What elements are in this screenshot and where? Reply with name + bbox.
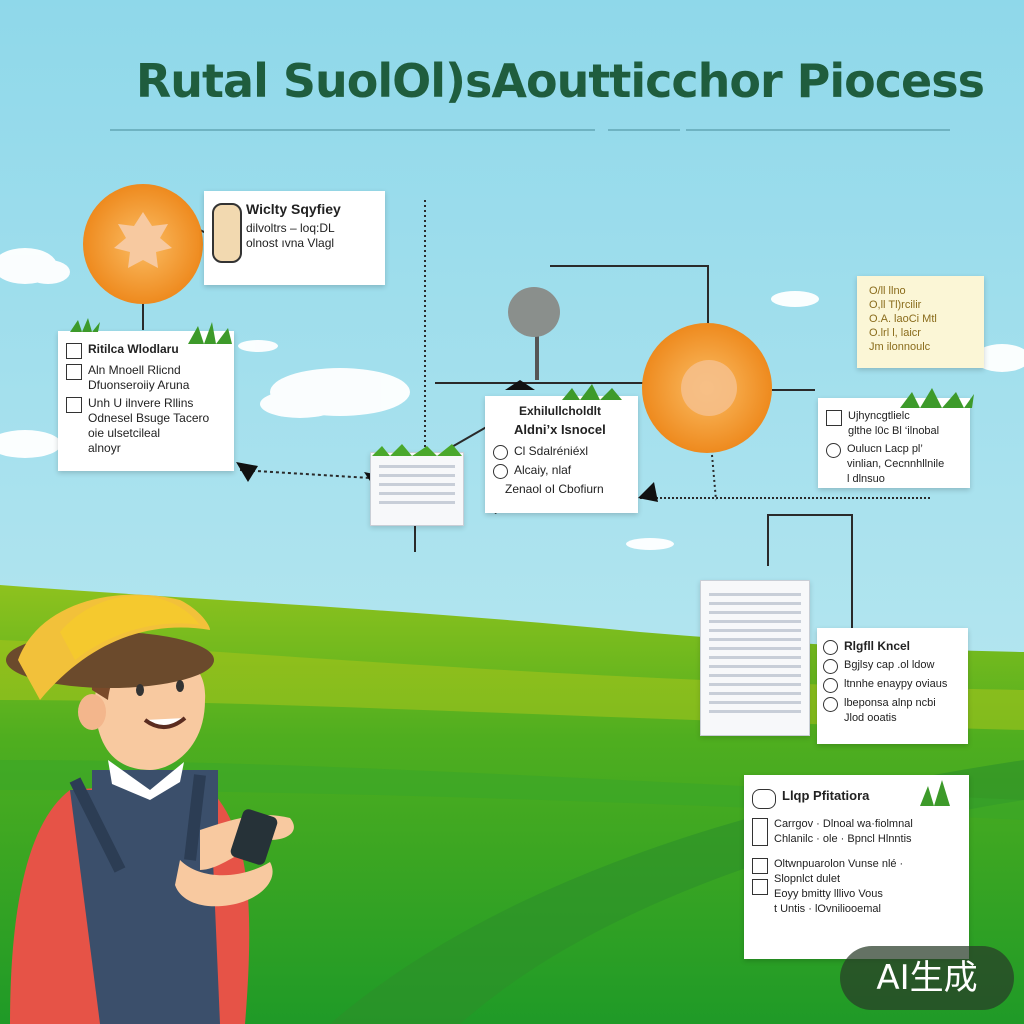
process-card-bottom: Llqp Pfitatiora Carrgov · Dlnoal wa·fiol… bbox=[744, 775, 969, 959]
process-card-right-top: O/ll llno O,ll Tl)rcilir O.A. laoCi Mtl … bbox=[857, 276, 984, 368]
orange-node-right bbox=[642, 323, 772, 453]
checkbox-icon bbox=[66, 397, 82, 413]
orange-node-left bbox=[83, 184, 203, 304]
lightbulb-icon bbox=[212, 203, 242, 263]
ai-generated-badge: AI生成 bbox=[840, 946, 1014, 1010]
document-icon bbox=[700, 580, 810, 736]
card-item: t Untis · lOvniliooemal bbox=[774, 903, 881, 915]
card-line: dilvoltrs – loq:DL bbox=[246, 221, 335, 235]
card-item: lbeponsa alnp ncbi bbox=[844, 697, 936, 709]
card-line: Jm ilonnoulc bbox=[869, 341, 931, 353]
card-item: Dfuonseroiiy Aruna bbox=[88, 378, 190, 392]
bullet-icon bbox=[823, 678, 838, 693]
card-item: Alcaiy, nlaf bbox=[514, 463, 572, 477]
card-item: Oltwnpuarolon Vunse nlé · bbox=[774, 858, 904, 870]
process-card-right-mid: Ujhyncgtlielc glthe l0c Bl ‘ilnobal Ouluc… bbox=[818, 398, 970, 488]
card-line: O.lrl l, laicr bbox=[869, 327, 921, 339]
card-item: Carrgov · Dlnoal wa·fiolmnal bbox=[774, 818, 913, 830]
process-card-lower-right: Rlgfll Kncel Bgjlsy cap .ol ldow ltnnhe … bbox=[817, 628, 968, 744]
leaf-icon bbox=[900, 388, 974, 408]
checkbox-icon bbox=[752, 879, 768, 895]
checkbox-icon bbox=[66, 364, 82, 380]
leaf-icon bbox=[70, 318, 100, 332]
card-subheading: Aldni’x Isnocel bbox=[514, 422, 606, 437]
leaf-icon bbox=[372, 444, 462, 456]
card-line: O,ll Tl)rcilir bbox=[869, 299, 922, 311]
card-item: Slopnlct dulet bbox=[774, 873, 841, 885]
card-item: Bgjlsy cap .ol ldow bbox=[844, 659, 935, 671]
process-card-center: Exhilullcholdlt Aldni’x Isnocel Cl Sdalr… bbox=[485, 396, 638, 513]
card-line: olnost ıvna Vlagl bbox=[246, 236, 335, 250]
card-item: Ujhyncgtlielc bbox=[848, 410, 910, 422]
card-item: oie ulsetcileal bbox=[88, 426, 161, 440]
card-item: Unh U ilnvere Rllins bbox=[88, 396, 194, 410]
card-item: glthe l0c Bl ‘ilnobal bbox=[848, 425, 940, 437]
leaf-icon bbox=[920, 780, 950, 806]
clouds bbox=[0, 248, 1024, 550]
bullet-icon bbox=[823, 640, 838, 655]
checkbox-icon bbox=[752, 789, 776, 809]
bullet-icon bbox=[823, 659, 838, 674]
tree-icon bbox=[508, 287, 560, 380]
card-item: Chlanilc · ole · Bpncl Hlnntis bbox=[774, 833, 912, 845]
checkbox-icon bbox=[752, 858, 768, 874]
card-heading: Wiclty Sqyfiey bbox=[246, 201, 341, 217]
card-item: Oulucn Lacp pl’ bbox=[847, 443, 923, 455]
leaf-icon bbox=[562, 384, 622, 400]
card-item: Aln Mnoell Rlicnd bbox=[88, 363, 181, 377]
card-item: Eoyy bmitty lllivo Vous bbox=[774, 888, 883, 900]
card-item: Jlod ooatis bbox=[844, 712, 897, 724]
farmer-illustration bbox=[6, 594, 294, 1024]
card-item: Odnesel Bsuge Tacero bbox=[88, 411, 210, 425]
bullet-icon bbox=[823, 697, 838, 712]
checkbox-icon bbox=[826, 410, 842, 426]
page-title: Rutal SuolOl)sAoutticchor Piocess bbox=[135, 54, 985, 108]
card-line: O/ll llno bbox=[869, 285, 906, 297]
card-heading: Ritilca Wlodlaru bbox=[88, 342, 179, 356]
card-item: vinlian, Cecnnhllnile bbox=[847, 458, 945, 470]
card-item: Cl Sdalréniéxl bbox=[514, 444, 589, 458]
card-item: Zenaol oI Cbofiurn bbox=[505, 482, 604, 496]
check-circle-icon bbox=[826, 443, 841, 458]
checkbox-icon bbox=[66, 343, 82, 359]
card-line: O.A. laoCi Mtl bbox=[869, 313, 937, 325]
card-item: l dlnsuo bbox=[847, 473, 885, 485]
document-icon bbox=[370, 452, 464, 526]
card-item: ltnnhe enaypy oviaus bbox=[844, 678, 948, 690]
bullet-icon bbox=[493, 445, 508, 460]
card-heading: Rlgfll Kncel bbox=[844, 639, 911, 653]
process-card-top: Wiclty Sqyfiey dilvoltrs – loq:DL olnost… bbox=[204, 191, 385, 285]
card-heading: Llqp Pfitatiora bbox=[782, 788, 870, 803]
leaf-icon bbox=[188, 322, 232, 344]
card-heading: Exhilullcholdlt bbox=[519, 404, 602, 418]
bullet-icon bbox=[493, 464, 508, 479]
connectors bbox=[142, 200, 930, 628]
checkbox-icon bbox=[752, 818, 768, 846]
card-item: alnoyr bbox=[88, 441, 121, 455]
